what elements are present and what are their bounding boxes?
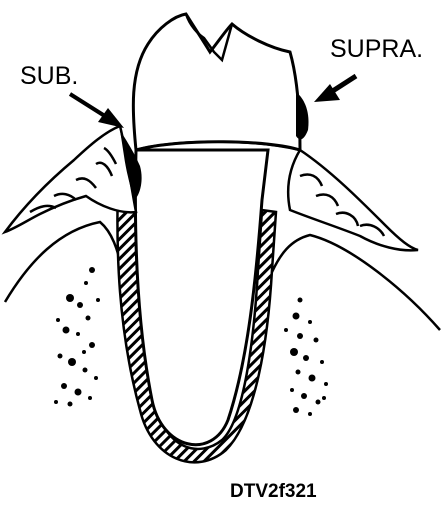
tooth-crown <box>133 14 300 150</box>
label-subgingival: SUB. <box>20 64 78 89</box>
supragingival-calculus <box>296 92 309 139</box>
bone-speckles-left <box>54 267 100 407</box>
sub-arrow <box>70 94 124 128</box>
alveolar-bone-left <box>5 222 122 302</box>
figure-code: DTV2f321 <box>230 482 317 501</box>
label-supragingival: SUPRA. <box>330 37 423 62</box>
supra-arrow <box>314 76 356 102</box>
bone-speckles-right <box>284 298 328 417</box>
